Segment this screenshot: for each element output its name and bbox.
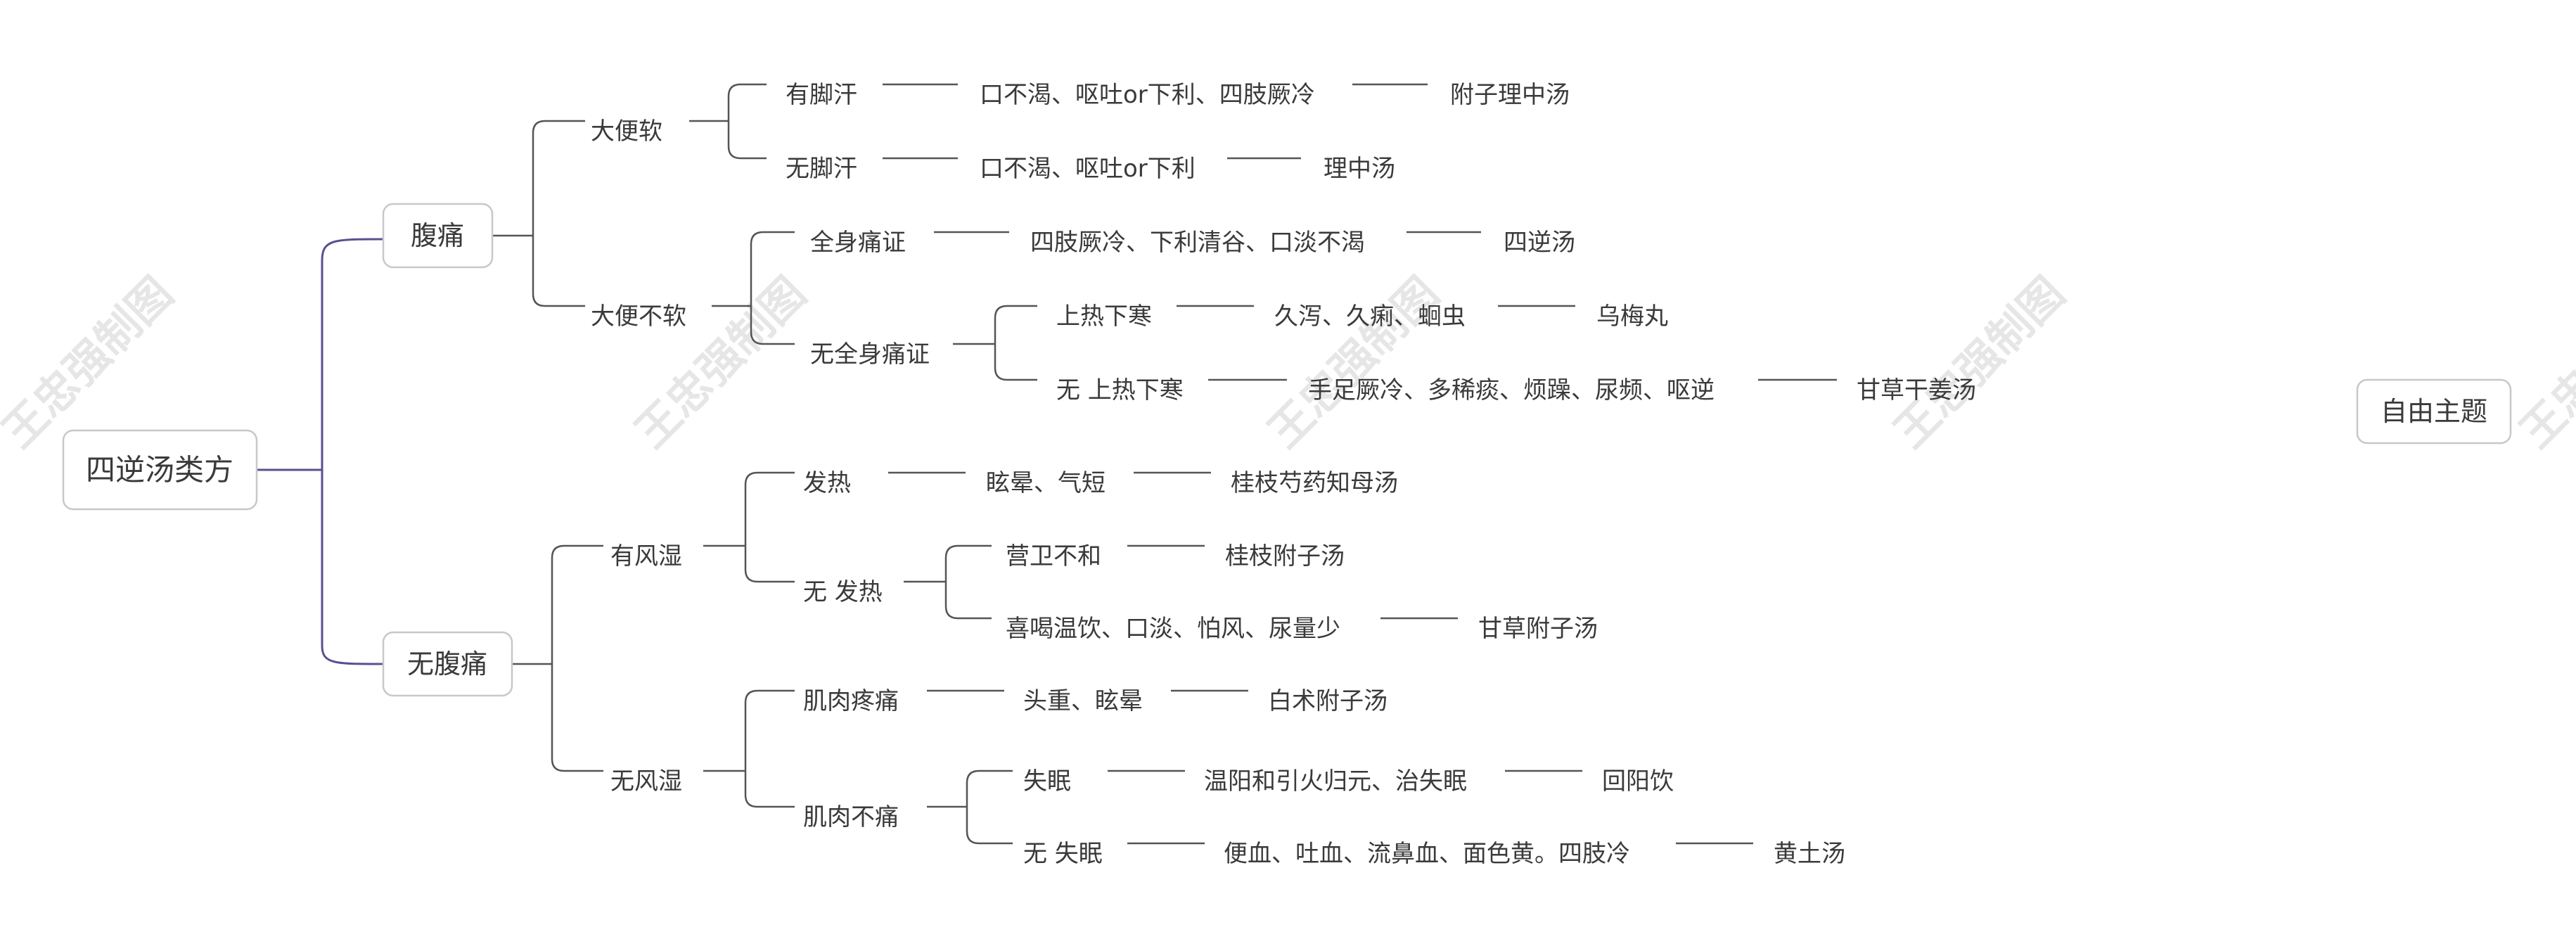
ying-wei-label[interactable]: 营卫不和 xyxy=(1006,542,1101,570)
upper-heat-formula[interactable]: 乌梅丸 xyxy=(1596,302,1668,331)
no-upper-heat-symptom[interactable]: 手足厥冷、多稀痰、烦躁、尿频、呕逆 xyxy=(1308,376,1715,404)
no-whole-body-pain-label[interactable]: 无全身痛证 xyxy=(810,340,930,369)
connector-no-wind-damp xyxy=(703,689,795,808)
subtree-abdominal-pain: 大便软 有脚汗 口不渴、呕吐or下利、四肢厥冷 附子理中汤 无脚汗 口不渴、呕吐… xyxy=(591,81,1976,404)
dash-connectors xyxy=(883,83,1837,845)
topic-abdominal-pain[interactable]: 腹痛 xyxy=(382,203,494,269)
no-insomnia-formula[interactable]: 黄土汤 xyxy=(1774,840,1845,868)
ying-wei-formula[interactable]: 桂枝附子汤 xyxy=(1225,542,1345,570)
topic-no-abdominal-pain[interactable]: 无腹痛 xyxy=(382,631,513,697)
connector-no-muscle-pain xyxy=(927,769,1013,845)
no-abdominal-pain-box xyxy=(382,631,513,697)
floating-topic-label: 自由主题 xyxy=(2380,396,2487,427)
no-sweaty-feet-formula[interactable]: 理中汤 xyxy=(1324,155,1395,183)
insomnia-label[interactable]: 失眠 xyxy=(1023,767,1071,796)
watermark-5: 王忠强制图 xyxy=(2510,267,2576,458)
watermark-layer: 王忠强制图 王忠强制图 王忠强制图 王忠强制图 王忠强制图 xyxy=(0,267,2576,458)
wind-damp-label[interactable]: 有风湿 xyxy=(610,542,682,570)
connector-wind-damp xyxy=(703,471,795,583)
fever-label[interactable]: 发热 xyxy=(803,469,851,497)
root-topic[interactable]: 四逆汤类方 xyxy=(62,429,258,511)
connector-no-whole-body xyxy=(953,305,1037,381)
connector-no-abdominal-pain xyxy=(512,544,603,772)
floating-topic-box xyxy=(2356,378,2512,445)
sweaty-feet-formula[interactable]: 附子理中汤 xyxy=(1450,81,1570,109)
connector-not-soft-stool xyxy=(712,231,795,345)
no-sweaty-feet-label[interactable]: 无脚汗 xyxy=(786,155,857,183)
abdominal-pain-label: 腹痛 xyxy=(411,220,464,251)
upper-heat-label[interactable]: 上热下寒 xyxy=(1056,302,1152,331)
abdominal-pain-box xyxy=(382,203,494,269)
whole-body-pain-formula[interactable]: 四逆汤 xyxy=(1504,229,1575,257)
floating-topic[interactable]: 自由主题 xyxy=(2356,378,2512,445)
no-sweaty-feet-symptom[interactable]: 口不渴、呕吐or下利 xyxy=(980,155,1196,183)
watermark-2: 王忠强制图 xyxy=(625,267,816,458)
muscle-pain-formula[interactable]: 白术附子汤 xyxy=(1268,687,1388,715)
root-label: 四逆汤类方 xyxy=(86,453,233,487)
no-wind-damp-label[interactable]: 无风湿 xyxy=(610,767,682,796)
no-muscle-pain-label[interactable]: 肌肉不痛 xyxy=(803,803,899,831)
fever-symptom[interactable]: 眩晕、气短 xyxy=(986,469,1106,497)
sweaty-feet-label[interactable]: 有脚汗 xyxy=(786,81,857,109)
insomnia-formula[interactable]: 回阳饮 xyxy=(1602,767,1674,796)
warm-drink-formula[interactable]: 甘草附子汤 xyxy=(1478,615,1598,643)
whole-body-pain-symptom[interactable]: 四肢厥冷、下利清谷、口淡不渴 xyxy=(1030,229,1365,257)
warm-drink-label[interactable]: 喜喝温饮、口淡、怕风、尿量少 xyxy=(1006,615,1340,643)
muscle-pain-symptom[interactable]: 头重、眩晕 xyxy=(1023,687,1143,715)
no-fever-label[interactable]: 无 发热 xyxy=(803,578,883,606)
whole-body-pain-label[interactable]: 全身痛证 xyxy=(810,229,906,257)
root-connector xyxy=(257,238,384,665)
no-insomnia-label[interactable]: 无 失眠 xyxy=(1023,840,1103,868)
no-upper-heat-formula[interactable]: 甘草干姜汤 xyxy=(1857,376,1976,404)
not-soft-stool-label[interactable]: 大便不软 xyxy=(591,302,686,331)
connector-abdominal-pain xyxy=(492,120,585,307)
connector-layer xyxy=(257,83,1037,845)
no-upper-heat-label[interactable]: 无 上热下寒 xyxy=(1056,376,1184,404)
watermark-3: 王忠强制图 xyxy=(1258,267,1449,458)
fever-formula[interactable]: 桂枝芍药知母汤 xyxy=(1231,469,1398,497)
subtree-no-abdominal-pain: 有风湿 发热 眩晕、气短 桂枝芍药知母汤 无 发热 营卫不和 桂枝附子汤 喜喝温… xyxy=(610,469,1845,868)
sweaty-feet-symptom[interactable]: 口不渴、呕吐or下利、四肢厥冷 xyxy=(980,81,1315,109)
no-insomnia-symptom[interactable]: 便血、吐血、流鼻血、面色黄。四肢冷 xyxy=(1224,840,1630,868)
root-box xyxy=(62,429,258,511)
insomnia-symptom[interactable]: 温阳和引火归元、治失眠 xyxy=(1204,767,1467,796)
watermark-4: 王忠强制图 xyxy=(1884,267,2075,458)
no-abdominal-pain-label: 无腹痛 xyxy=(407,649,487,679)
soft-stool-label[interactable]: 大便软 xyxy=(591,117,662,146)
muscle-pain-label[interactable]: 肌肉疼痛 xyxy=(803,687,899,715)
connector-soft-stool xyxy=(689,83,767,160)
watermark-1: 王忠强制图 xyxy=(0,267,183,458)
connector-no-fever xyxy=(904,544,992,620)
upper-heat-symptom[interactable]: 久泻、久痢、蛔虫 xyxy=(1274,302,1466,331)
